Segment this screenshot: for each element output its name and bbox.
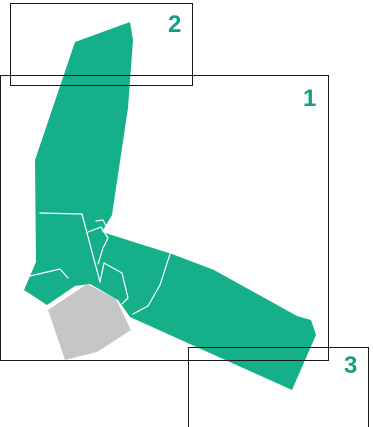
- frame-label-1: 1: [303, 85, 316, 112]
- frame-label-3: 3: [344, 352, 357, 379]
- frame-label-2: 2: [168, 11, 181, 38]
